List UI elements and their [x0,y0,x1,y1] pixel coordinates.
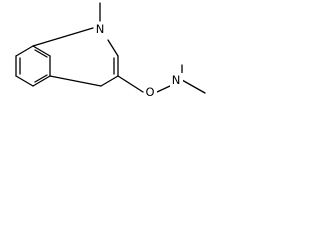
bond-c4-c4a [49,75,102,87]
n1-label-backdrop [94,22,106,36]
double-bond-inner-top [34,49,48,58]
atom-label-n1: N [96,22,105,36]
bond-c8a-c8 [15,45,34,57]
bond-c8a-n1 [32,27,94,47]
bond-c3-c4 [100,75,119,87]
bond-c3-o [117,75,144,93]
bond-c4a-c8a [32,45,51,57]
bond-c7-c6 [15,75,34,87]
bond-o-n [156,85,171,93]
bond-n1-c2 [107,39,119,57]
double-bond-inner-bottom [34,74,48,83]
chemical-structure-diagram: N O N [15,2,206,99]
atom-label-o: O [145,85,154,99]
o-label-backdrop [144,85,157,99]
bond-c6-c5 [32,75,51,87]
n-amine-label-backdrop [170,73,183,87]
bond-n-methyl-down [181,79,206,94]
atom-label-n-amine: N [172,73,181,87]
